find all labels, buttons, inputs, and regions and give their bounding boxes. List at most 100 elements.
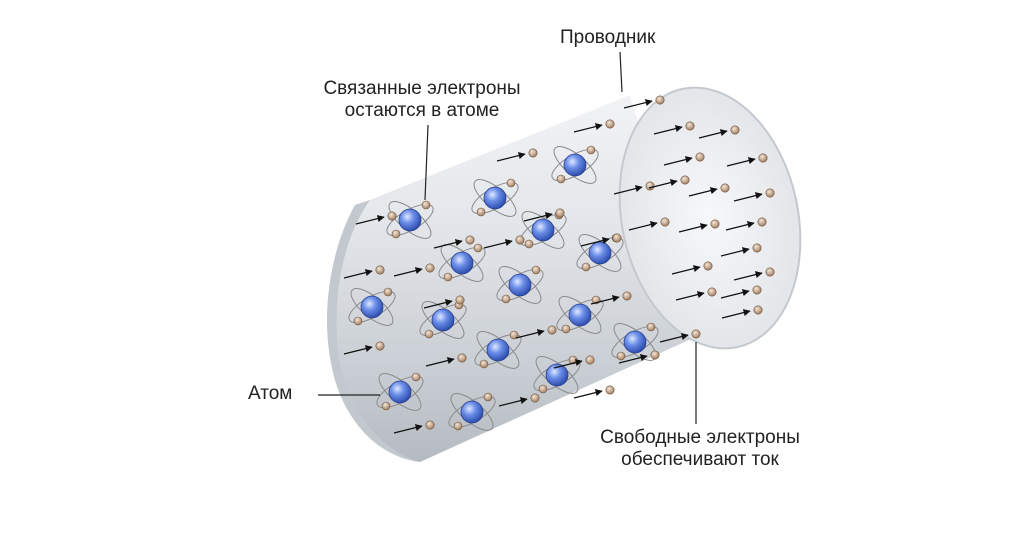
drift-arrow bbox=[393, 424, 423, 434]
free-electron bbox=[653, 121, 695, 135]
drift-arrow bbox=[425, 357, 455, 367]
free-electron bbox=[628, 217, 670, 231]
electron bbox=[695, 152, 705, 162]
free-electron bbox=[580, 233, 622, 247]
electron bbox=[645, 181, 655, 191]
atom-nucleus bbox=[623, 330, 647, 354]
free-electron bbox=[688, 183, 730, 197]
bound-electron bbox=[411, 372, 421, 382]
drift-arrow bbox=[590, 295, 620, 305]
conductor-label: Проводник bbox=[560, 27, 655, 49]
free-electron bbox=[618, 350, 660, 364]
free-electrons-label-line1: Свободные электроны bbox=[600, 427, 800, 448]
free-electron bbox=[483, 235, 525, 249]
drift-arrow bbox=[663, 156, 693, 166]
free-electron bbox=[393, 420, 435, 434]
bound-electron bbox=[506, 178, 516, 188]
drift-arrow bbox=[573, 123, 603, 133]
free-electron bbox=[343, 341, 385, 355]
drift-arrow bbox=[688, 187, 718, 197]
atom-nucleus bbox=[450, 251, 474, 275]
drift-arrow bbox=[355, 215, 385, 225]
free-electron bbox=[355, 211, 397, 225]
free-electron bbox=[423, 295, 465, 309]
drift-arrow bbox=[671, 265, 701, 275]
drift-arrow bbox=[648, 179, 678, 189]
free-electron bbox=[515, 325, 557, 339]
atom-nucleus bbox=[545, 363, 569, 387]
electron bbox=[457, 353, 467, 363]
free-electron bbox=[623, 95, 665, 109]
electron bbox=[530, 393, 540, 403]
cylinder-end-face bbox=[618, 86, 802, 350]
electron bbox=[757, 217, 767, 227]
atom bbox=[438, 243, 486, 282]
free-electron bbox=[498, 393, 540, 407]
atom-nucleus bbox=[483, 186, 507, 210]
atom bbox=[448, 392, 496, 431]
drift-arrow bbox=[423, 299, 453, 309]
free-electron bbox=[725, 217, 767, 231]
free-electron bbox=[425, 353, 467, 367]
electron bbox=[710, 219, 720, 229]
electron bbox=[375, 265, 385, 275]
electron bbox=[703, 261, 713, 271]
electron bbox=[680, 175, 690, 185]
electron bbox=[765, 188, 775, 198]
electron bbox=[612, 233, 622, 243]
bound-electron bbox=[586, 145, 596, 155]
free-electron bbox=[343, 265, 385, 279]
bound-electrons-label: Связанные электроны остаются в атоме bbox=[282, 78, 562, 122]
atom-nucleus bbox=[486, 338, 510, 362]
electron bbox=[753, 305, 763, 315]
drift-arrow bbox=[393, 267, 423, 277]
atom bbox=[611, 322, 659, 361]
drift-arrow bbox=[733, 271, 763, 281]
atom bbox=[496, 265, 544, 304]
free-electron bbox=[721, 305, 763, 319]
bound-electron bbox=[473, 243, 483, 253]
bound-electron bbox=[581, 262, 591, 272]
atom bbox=[471, 178, 519, 217]
free-electrons-label: Свободные электроны обеспечивают ток bbox=[560, 427, 840, 471]
leader-lines bbox=[318, 51, 697, 424]
electron bbox=[707, 287, 717, 297]
atom-nucleus bbox=[360, 295, 384, 319]
atom-nucleus bbox=[508, 273, 532, 297]
electron bbox=[765, 267, 775, 277]
drift-arrow bbox=[698, 129, 728, 139]
free-electron bbox=[671, 261, 713, 275]
bound-electron bbox=[443, 272, 453, 282]
free-electron bbox=[663, 152, 705, 166]
electron bbox=[547, 325, 557, 335]
atom-nucleus bbox=[588, 241, 612, 265]
electron bbox=[585, 355, 595, 365]
bound-electron bbox=[479, 359, 489, 369]
free-electron bbox=[678, 219, 720, 233]
drift-arrow bbox=[675, 291, 705, 301]
atom-nucleus bbox=[563, 153, 587, 177]
free-electron bbox=[573, 119, 615, 133]
bound-electron bbox=[561, 324, 571, 334]
free-electron bbox=[733, 267, 775, 281]
free-electron bbox=[590, 291, 632, 305]
electron bbox=[555, 208, 565, 218]
electron bbox=[425, 263, 435, 273]
bound-electron bbox=[531, 265, 541, 275]
drift-arrow bbox=[553, 359, 583, 369]
drift-arrow bbox=[523, 212, 553, 222]
atom bbox=[519, 210, 567, 249]
drift-arrow bbox=[725, 221, 755, 231]
free-electron bbox=[659, 329, 701, 343]
free-electron bbox=[726, 153, 768, 167]
bound-electron bbox=[556, 174, 566, 184]
drift-arrow bbox=[433, 239, 463, 249]
atom bbox=[551, 145, 599, 184]
drift-arrow bbox=[726, 157, 756, 167]
free-electron bbox=[698, 125, 740, 139]
atom bbox=[376, 372, 424, 411]
electron bbox=[528, 148, 538, 158]
electron bbox=[758, 153, 768, 163]
free-electron bbox=[675, 287, 717, 301]
